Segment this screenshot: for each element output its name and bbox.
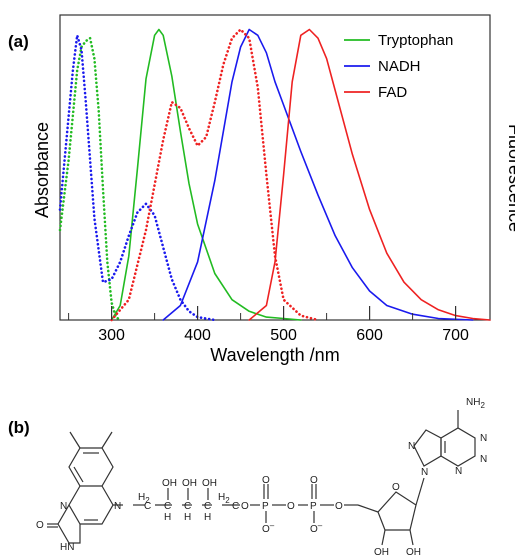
bond: [101, 431, 113, 449]
atom-label-oh: OH: [406, 547, 421, 558]
x-tick-label: 500: [270, 327, 297, 344]
pyrimidine-ring-adenine: [440, 427, 476, 467]
plot-frame: [59, 14, 491, 321]
atom-label-c: C: [232, 501, 239, 512]
atom-label-o: O: [287, 501, 295, 512]
atom-label-nh2: NH2: [466, 397, 485, 410]
atom-label-p: P: [262, 501, 269, 512]
atom-label-h2: H2: [138, 492, 150, 505]
atom-label-o: O: [392, 482, 400, 493]
atom-label-o: O: [36, 520, 44, 531]
atom-label-h: H: [204, 512, 211, 523]
pyrazine-ring: [68, 485, 114, 525]
bond: [381, 529, 386, 546]
atom-label-o: O: [262, 475, 270, 486]
benzene-ring: [68, 447, 114, 487]
y-axis-label: Absorbance: [32, 122, 52, 218]
series-line-fad-absorbance: [110, 28, 320, 322]
atom-label-c: C: [164, 501, 171, 512]
atom-label-h2: H2: [218, 492, 230, 505]
atom-label-n: N: [421, 467, 428, 478]
atom-label-h: H: [164, 512, 171, 523]
series-line-fad-fluorescence: [248, 28, 491, 321]
atom-label-n: N: [60, 501, 67, 512]
atom-label-o-minus: O–: [310, 521, 323, 535]
x-tick-label: 300: [98, 327, 125, 344]
atom-label-hn: HN: [60, 542, 74, 553]
panel-b-label: (b): [8, 418, 30, 437]
y-right-axis-label: Fluorescence: [505, 124, 515, 232]
pyrimidine-ring: [57, 504, 81, 544]
panel-a-label: (a): [8, 32, 29, 51]
series-layer: [58, 28, 491, 322]
structure-labels: NH2 N N N N N N N O HN H2 C OH OH OH C C…: [36, 397, 487, 558]
atom-label-oh: OH: [182, 478, 197, 489]
atom-label-h: H: [184, 512, 191, 523]
atom-label-c: C: [184, 501, 191, 512]
x-tick-label: 600: [356, 327, 383, 344]
bond: [69, 431, 81, 449]
legend-label-fad: FAD: [378, 84, 407, 101]
atom-label-n: N: [455, 466, 462, 477]
atom-label-o: O: [241, 501, 249, 512]
atom-label-oh: OH: [202, 478, 217, 489]
fad-molecular-structure: [47, 410, 476, 546]
bond: [357, 504, 379, 513]
atom-label-oh: OH: [374, 547, 389, 558]
x-tick-label: 400: [184, 327, 211, 344]
series-line-tryptophan-absorbance: [58, 36, 122, 322]
atom-label-n: N: [408, 441, 415, 452]
ticks-layer: 300 400 500 600 700: [68, 306, 469, 344]
atom-label-oh: OH: [162, 478, 177, 489]
atom-label-n: N: [480, 433, 487, 444]
series-line-nadh-fluorescence: [162, 28, 474, 321]
bond: [415, 477, 425, 506]
atom-label-c: C: [144, 501, 151, 512]
bond: [73, 466, 84, 483]
legend-label-nadh: NADH: [378, 58, 421, 75]
series-line-nadh-absorbance: [58, 34, 217, 322]
atom-label-n: N: [480, 454, 487, 465]
ribose-ring: [377, 491, 417, 531]
bond: [409, 529, 414, 546]
x-axis-label: Wavelength /nm: [210, 345, 339, 365]
atom-label-n: N: [114, 501, 121, 512]
imidazole-ring: [413, 429, 442, 467]
atom-label-o: O: [310, 475, 318, 486]
atom-label-o: O: [335, 501, 343, 512]
legend-label-tryptophan: Tryptophan: [378, 32, 453, 49]
atom-label-c: C: [204, 501, 211, 512]
x-tick-label: 700: [442, 327, 469, 344]
atom-label-o-minus: O–: [262, 521, 275, 535]
atom-label-p: P: [310, 501, 317, 512]
